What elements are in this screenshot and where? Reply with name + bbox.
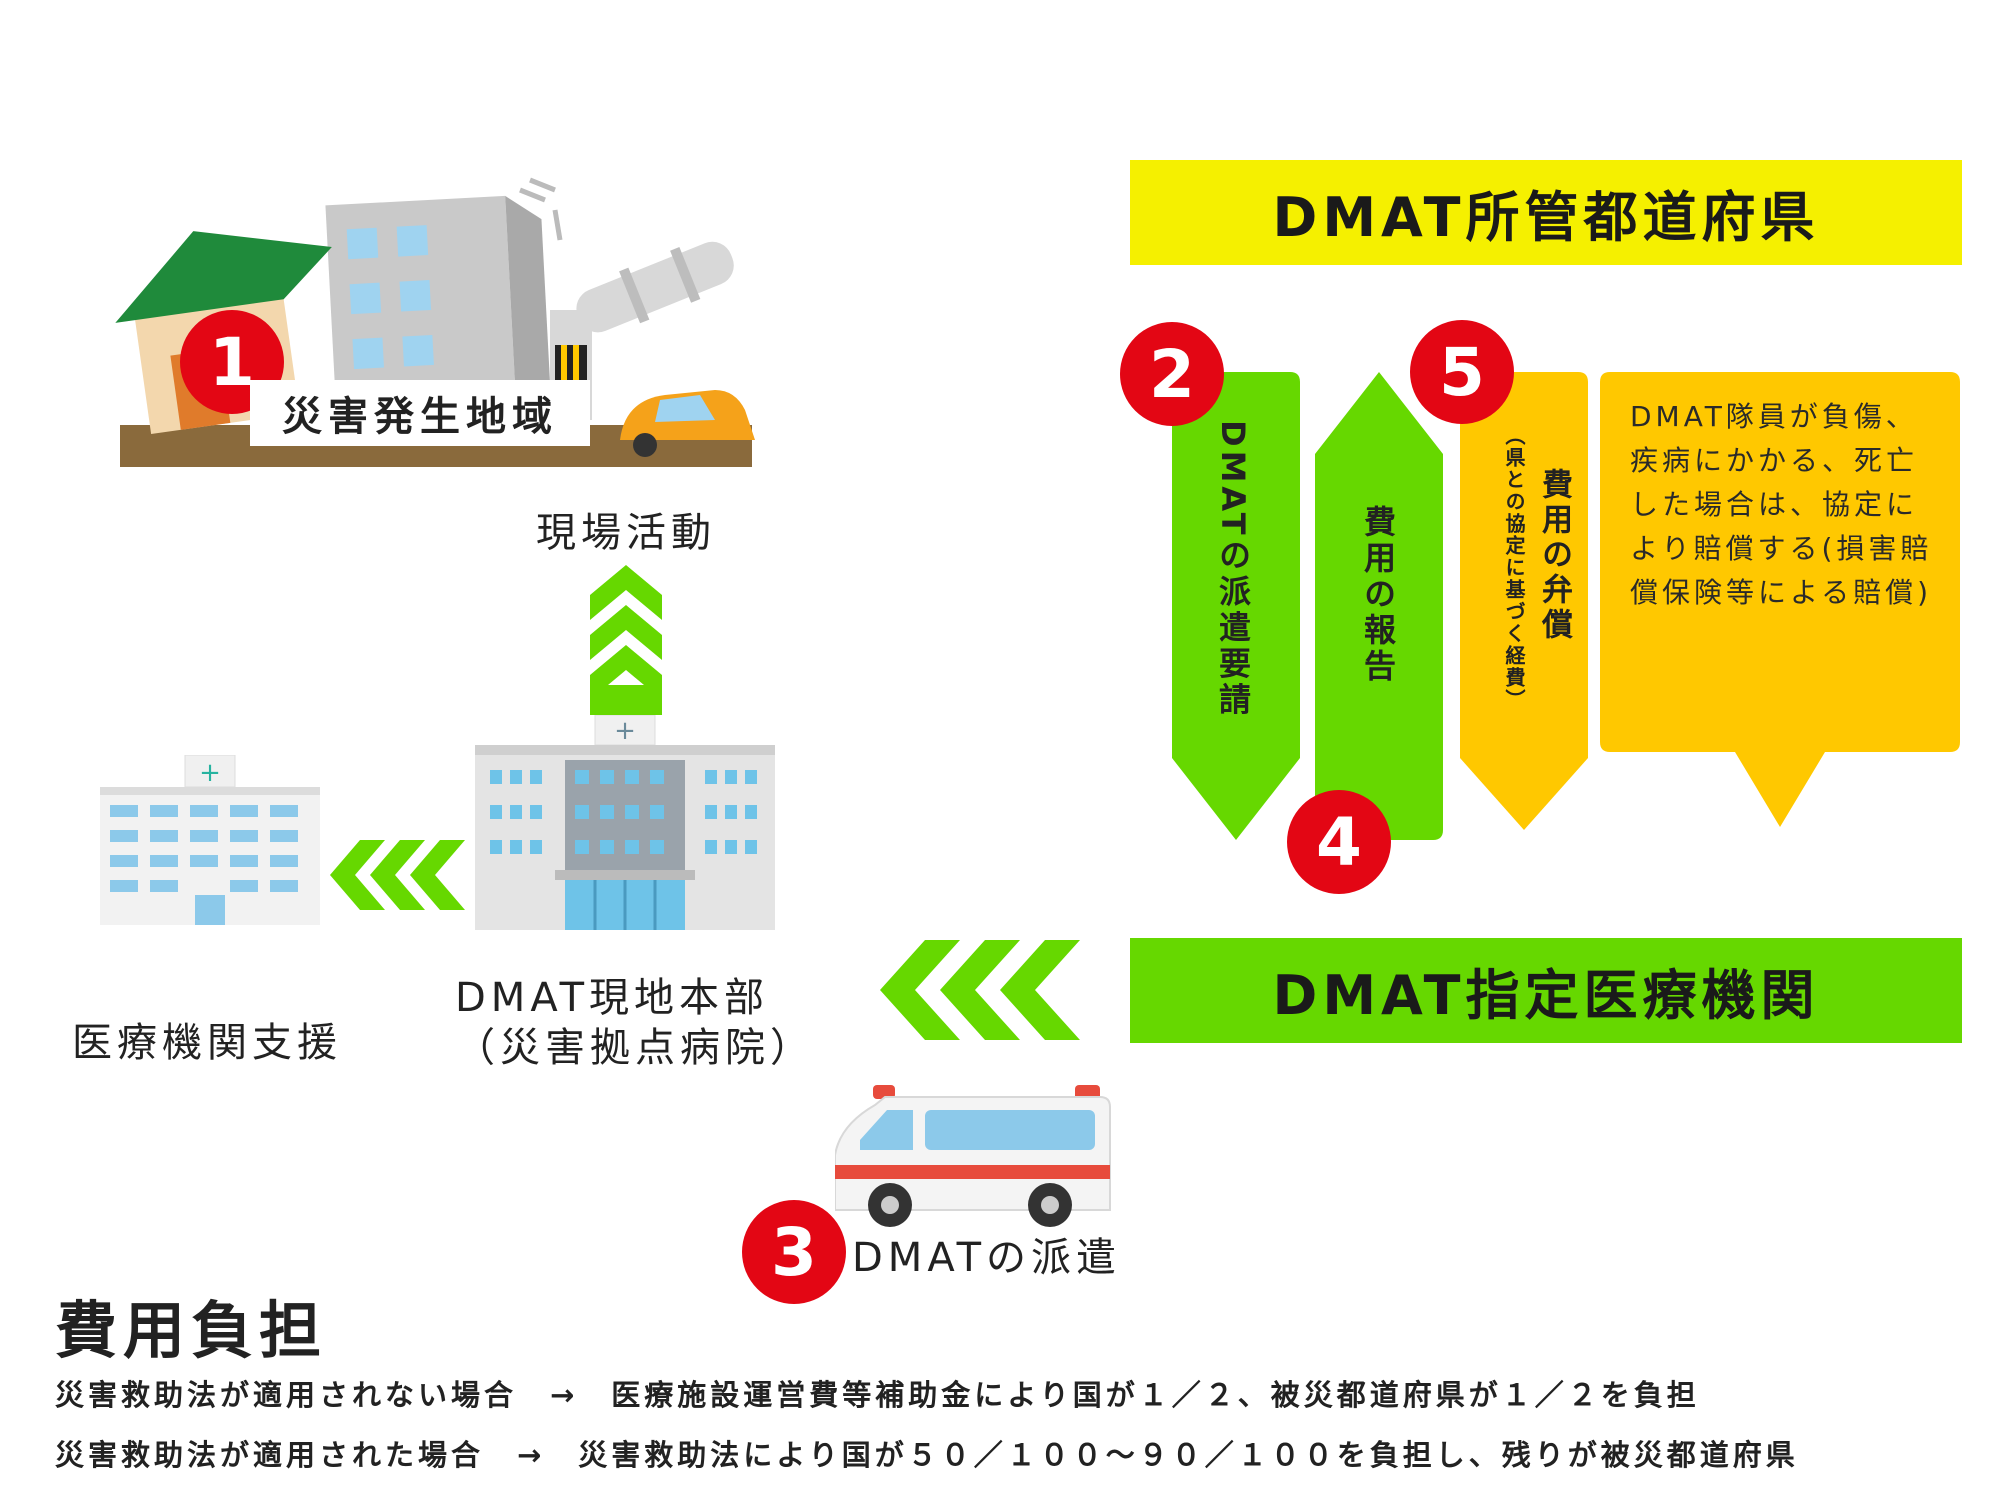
hq-label-line1: DMAT現地本部 — [455, 975, 770, 1021]
ambulance-icon — [835, 1085, 1111, 1227]
dispatch-label: DMATの派遣 — [852, 1235, 1122, 1281]
field-activity-label: 現場活動 — [536, 510, 716, 556]
request-arrow-label: DMATの派遣要請 — [1214, 420, 1252, 719]
svg-text:+: + — [614, 716, 636, 746]
badge-5: 5 — [1410, 320, 1514, 424]
badge-3: 3 — [742, 1200, 846, 1304]
cost-line-1: 災害救助法が適用されない場合 → 医療施設運営費等補助金により国が１／２、被災都… — [55, 1378, 1700, 1412]
report-arrow-label: 費用の報告 — [1359, 505, 1397, 685]
dispatch-chevron-arrows-icon — [880, 940, 1080, 1040]
request-arrow-shape — [1172, 372, 1300, 840]
hospital-small-icon: + — [100, 755, 320, 925]
hospital-large-icon: + — [475, 715, 775, 930]
compensation-bubble-shape — [1600, 372, 1960, 827]
designated-hospital-banner: DMAT指定医療機関 — [1130, 938, 1962, 1043]
badge-4: 4 — [1287, 790, 1391, 894]
badge-2: 2 — [1120, 322, 1224, 426]
disaster-area-label: 災害発生地域 — [250, 380, 590, 446]
reimburse-arrow-shape — [1460, 372, 1588, 830]
up-chevron-arrows-icon — [590, 565, 662, 715]
hq-label-line2: （災害拠点病院） — [455, 1025, 815, 1071]
svg-text:+: + — [199, 758, 221, 788]
report-arrow-shape — [1315, 372, 1443, 840]
cost-title: 費用負担 — [55, 1294, 328, 1367]
reimburse-arrow-label-sub: （県との協定に基づく経費） — [1502, 425, 1526, 711]
support-label: 医療機関支援 — [72, 1020, 342, 1066]
left-chevron-arrows-icon — [330, 840, 465, 910]
prefecture-banner: DMAT所管都道府県 — [1130, 160, 1962, 265]
reimburse-arrow-label-main: 費用の弁償 — [1536, 468, 1572, 643]
cost-line-2: 災害救助法が適用された場合 → 災害救助法により国が５０／１００〜９０／１００を… — [55, 1438, 1799, 1472]
disaster-scene-icon — [115, 177, 755, 467]
compensation-bubble-text: DMAT隊員が負傷、疾病にかかる、死亡した場合は、協定により賠償する(損害賠償保… — [1630, 400, 1933, 609]
